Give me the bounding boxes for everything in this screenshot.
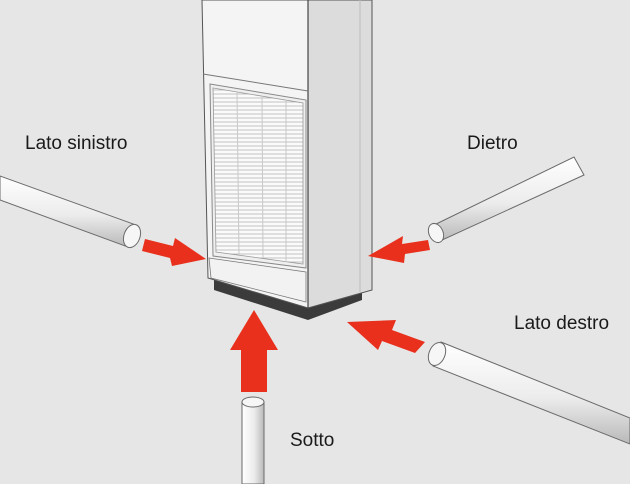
- label-right-side: Lato destro: [514, 313, 610, 334]
- floor-unit: [201, 0, 373, 320]
- arrow-under: [230, 310, 278, 392]
- arrow-right: [347, 320, 425, 353]
- pipe-bottom: [241, 396, 265, 484]
- arrow-left: [142, 238, 206, 266]
- label-bottom: Sotto: [290, 430, 335, 451]
- pipe-back: [427, 156, 585, 244]
- pipe-right: [427, 341, 630, 445]
- pipe-left: [0, 175, 142, 249]
- label-left-side: Lato sinistro: [25, 133, 128, 154]
- arrow-back: [368, 236, 430, 263]
- arrows: [142, 236, 430, 392]
- label-back: Dietro: [467, 133, 518, 154]
